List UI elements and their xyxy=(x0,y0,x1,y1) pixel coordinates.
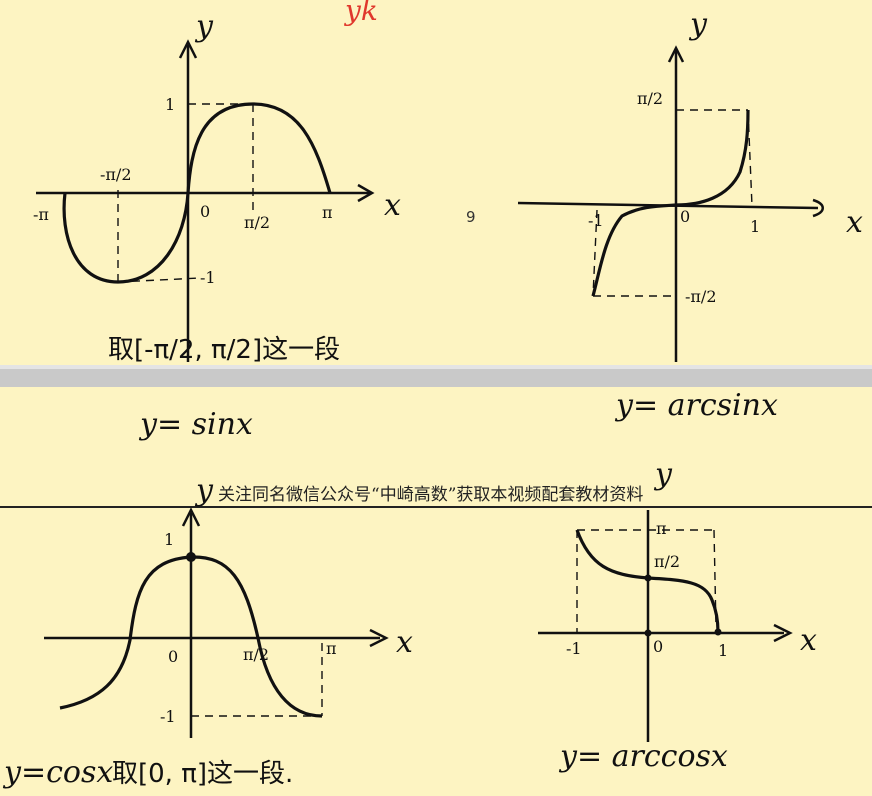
origin-label: 0 xyxy=(168,647,178,666)
tick-y-half-pi: π/2 xyxy=(654,552,680,571)
tick-x-neg-half-pi: -π/2 xyxy=(100,165,132,184)
arccos-curve xyxy=(575,529,720,633)
x-axis-label: x xyxy=(800,623,817,658)
tick-y-neg-one: -1 xyxy=(200,268,216,287)
tick-x-half-pi: π/2 xyxy=(243,645,269,664)
origin-label: 0 xyxy=(200,202,210,221)
y-axis-arrow xyxy=(667,45,685,63)
x-axis-arrow xyxy=(369,628,389,648)
red-annotation: yk xyxy=(343,0,378,27)
x-axis-arrow xyxy=(812,198,824,218)
tick-y-neg-half-pi: -π/2 xyxy=(685,287,717,306)
sin-graph: y x 0 1 -1 -π -π/2 π/2 π 取[-π/2, π/2]这一段… xyxy=(33,9,401,442)
arccos-caption: y= arccosx xyxy=(558,739,728,774)
tick-x-pi: π xyxy=(322,203,333,222)
x-axis-label: x xyxy=(846,205,863,240)
y-axis-label: y xyxy=(194,473,214,508)
tick-x-one: 1 xyxy=(750,217,760,236)
tick-x-one: 1 xyxy=(718,641,728,660)
cos-graph: y x 0 1 -1 π/2 π y=cosx 取[0, π]这一段. xyxy=(2,473,413,790)
tick-x-half-pi: π/2 xyxy=(244,213,270,232)
arccos-graph: y x 0 -1 1 π π/2 y= arccosx xyxy=(538,457,817,774)
x-axis-arrow xyxy=(773,623,793,643)
tick-x-neg-one: -1 xyxy=(566,639,582,658)
y-axis-label: y xyxy=(653,457,673,492)
tick-y-neg-one: -1 xyxy=(160,707,176,726)
origin-label: 0 xyxy=(680,207,690,226)
y-axis-arrow xyxy=(181,507,201,527)
cos-note: 取[0, π]这一段. xyxy=(112,759,293,789)
x-axis-label: x xyxy=(396,625,413,660)
y-axis-arrow xyxy=(178,39,198,59)
cos-peak-point xyxy=(186,552,196,562)
separator-band xyxy=(0,365,872,387)
x-axis-label: x xyxy=(384,188,401,223)
arcsin-caption: y= arcsinx xyxy=(614,388,778,423)
sin-note: 取[-π/2, π/2]这一段 xyxy=(108,335,340,365)
cos-caption: y=cosx xyxy=(2,755,113,790)
tick-y-one: 1 xyxy=(165,95,175,114)
arcsin-graph: y x 0 -1 1 π/2 -π/2 y= arcsinx xyxy=(517,7,863,423)
sin-caption: y= sinx xyxy=(138,407,253,442)
tick-y-pi: π xyxy=(656,519,667,538)
tick-x-neg-one: -1 xyxy=(588,211,604,230)
tick-y-half-pi: π/2 xyxy=(637,89,663,108)
y-axis-label: y xyxy=(194,9,214,44)
y-axis-label: y xyxy=(688,7,708,42)
origin-label: 0 xyxy=(653,637,663,656)
tick-x-neg-pi: -π xyxy=(33,205,49,224)
page-number: 9 xyxy=(466,208,476,226)
sine-curve xyxy=(62,102,332,284)
tick-x-pi: π xyxy=(326,639,337,658)
x-axis-arrow xyxy=(357,183,375,203)
tick-y-one: 1 xyxy=(164,530,174,549)
arcsin-curve xyxy=(591,109,750,297)
watermark: 关注同名微信公众号“中崎高数”获取本视频配套教材资料 xyxy=(218,485,643,505)
